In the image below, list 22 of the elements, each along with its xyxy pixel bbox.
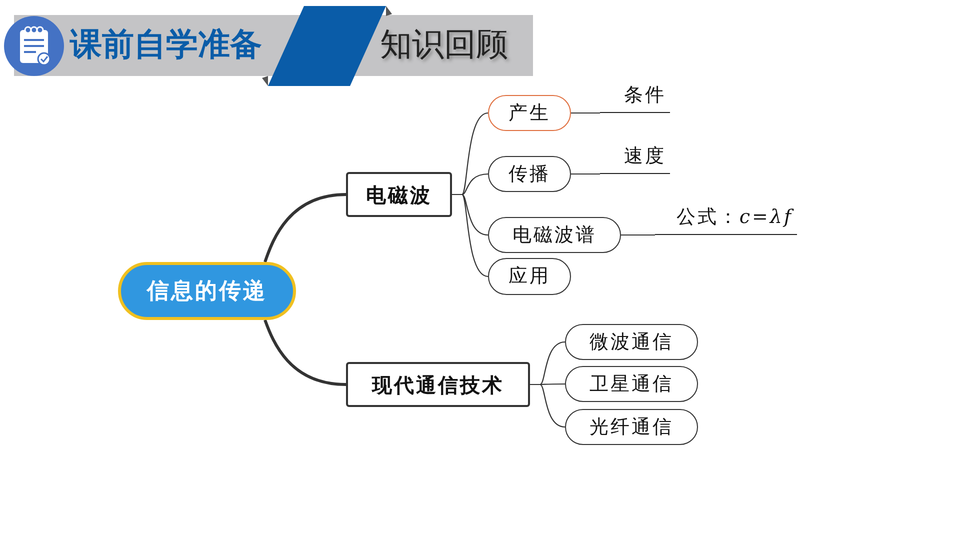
section-heading: 知识回顾 (380, 24, 508, 65)
subtopic-pill: 光纤通信 (565, 409, 698, 445)
topic-pill: 信息的传递 (118, 262, 296, 320)
branch-box: 现代通信技术 (346, 362, 530, 407)
branch-line (571, 112, 600, 114)
subtopic-pill: 传播 (488, 156, 571, 192)
subtopic-pill: 应用 (488, 258, 571, 295)
branch-line (621, 234, 655, 236)
subtopic-pill: 微波通信 (565, 324, 698, 360)
subtopic-pill: 卫星通信 (565, 366, 698, 402)
branch-line (264, 319, 346, 386)
branch-box: 电磁波 (346, 172, 452, 217)
underlined-label: 条件 (600, 78, 670, 113)
branch-line (530, 384, 566, 428)
subtopic-pill: 产生 (488, 95, 571, 131)
branch-line (571, 173, 600, 175)
header-title: 课前自学准备 (70, 24, 262, 65)
branch-line (264, 193, 346, 262)
subtopic-pill: 电磁波谱 (488, 217, 621, 253)
branch-line (452, 194, 488, 278)
underlined-label: 公式：c=λf (655, 200, 797, 235)
underlined-label: 速度 (600, 139, 670, 174)
